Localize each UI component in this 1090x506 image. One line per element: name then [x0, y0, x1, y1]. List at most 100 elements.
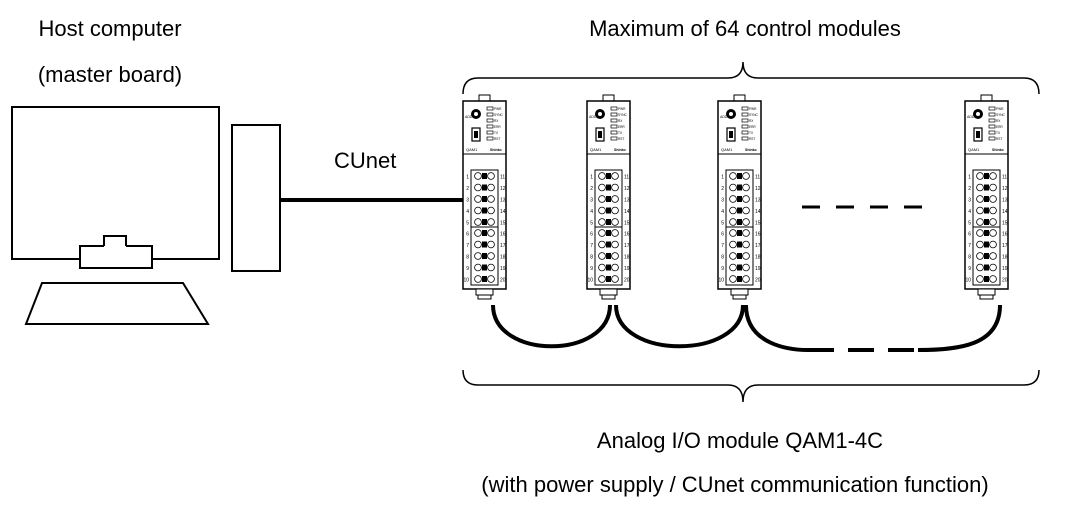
module-top-tab: [602, 94, 615, 102]
terminal-screw: [976, 275, 984, 283]
terminal-number: 6: [466, 232, 469, 238]
terminal-number: 2: [466, 186, 469, 192]
terminal-screw: [742, 195, 750, 203]
top-brace: [462, 61, 1040, 95]
terminal-screw: [487, 183, 495, 192]
module-function-label: (with power supply / CUnet communication…: [481, 472, 989, 497]
terminal-number: 20: [755, 278, 761, 284]
status-led-label: SYNC: [494, 113, 504, 117]
terminal-number: 12: [500, 186, 506, 192]
module-top-tab: [478, 94, 491, 102]
terminal-number: 6: [590, 232, 593, 238]
terminal-screw: [487, 195, 495, 203]
model-mark: QAM1: [968, 147, 980, 152]
master-board-label: (master board): [37, 62, 183, 87]
terminal-slot: [737, 264, 742, 271]
terminal-slot: [984, 264, 989, 271]
rotary-switch-label: ADD: [465, 115, 473, 119]
terminal-screw: [989, 183, 997, 192]
terminal-screw: [742, 252, 750, 260]
terminal-number: 5: [721, 221, 724, 227]
terminal-slot: [984, 173, 989, 179]
terminal-screw: [989, 240, 997, 249]
terminal-number: 14: [755, 209, 761, 215]
terminal-slot: [984, 207, 989, 214]
status-led-icon: [610, 130, 618, 135]
terminal-number: 7: [590, 243, 593, 249]
terminal-screw: [598, 263, 606, 272]
terminal-slot: [482, 173, 487, 179]
module-top-tab: [733, 94, 746, 102]
terminal-number: 14: [500, 209, 506, 215]
terminal-screw: [729, 183, 737, 192]
terminal-slot: [606, 173, 611, 179]
terminal-number: 2: [721, 186, 724, 192]
terminal-number: 12: [755, 186, 761, 192]
terminal-number: 11: [500, 175, 505, 181]
terminal-number: 6: [721, 232, 724, 238]
terminal-screw: [742, 240, 750, 249]
terminal-number: 15: [1002, 221, 1008, 227]
terminal-number: 13: [500, 198, 506, 204]
status-led-icon: [486, 136, 494, 141]
monitor: [11, 106, 220, 260]
terminal-slot: [606, 219, 611, 225]
terminal-screw: [729, 275, 737, 283]
terminal-screw: [598, 218, 606, 226]
terminal-number: 16: [1002, 232, 1008, 238]
terminal-screw: [474, 275, 482, 283]
terminal-screw: [474, 195, 482, 203]
terminal-screw: [989, 218, 997, 226]
terminal-slot: [737, 276, 742, 282]
terminal-screw: [729, 172, 737, 180]
terminal-number: 5: [968, 221, 971, 227]
terminal-screw: [729, 229, 737, 237]
terminal-screw: [474, 240, 482, 249]
terminal-number: 17: [1002, 243, 1008, 249]
terminal-slot: [984, 241, 989, 248]
terminal-screw: [598, 183, 606, 192]
terminal-screw: [729, 240, 737, 249]
terminal-slot: [606, 230, 611, 236]
terminal-screw: [989, 172, 997, 180]
terminal-screw: [474, 183, 482, 192]
status-led-label: ERR: [996, 125, 1003, 129]
terminal-number: 10: [587, 278, 593, 284]
terminal-screw: [989, 252, 997, 260]
brand-logo: Shinko: [490, 148, 502, 152]
terminal-screw: [474, 172, 482, 180]
status-led-label: RX: [618, 119, 623, 123]
terminal-screw: [976, 183, 984, 192]
terminal-slot: [606, 264, 611, 271]
terminal-screw: [742, 229, 750, 237]
terminal-number: 1: [721, 175, 724, 181]
terminal-number: 14: [624, 209, 630, 215]
status-led-label: SYNC: [749, 113, 759, 117]
terminal-number: 1: [466, 175, 469, 181]
terminal-screw: [487, 263, 495, 272]
terminal-number: 18: [624, 255, 630, 261]
status-led-icon: [741, 106, 749, 111]
module-bottom-connector: [475, 288, 494, 296]
terminal-number: 3: [721, 198, 724, 204]
terminal-slot: [737, 184, 742, 191]
terminal-screw: [989, 275, 997, 283]
status-led-icon: [741, 118, 749, 123]
terminal-screw: [474, 263, 482, 272]
terminal-number: 10: [965, 278, 971, 284]
status-led-label: SYNC: [618, 113, 628, 117]
terminal-screw: [976, 240, 984, 249]
terminal-screw: [976, 172, 984, 180]
terminal-number: 11: [755, 175, 760, 181]
terminal-number: 7: [721, 243, 724, 249]
terminal-screw: [487, 240, 495, 249]
status-led-icon: [988, 124, 996, 129]
terminal-slot: [606, 276, 611, 282]
terminal-number: 13: [755, 198, 761, 204]
terminal-screw: [611, 240, 619, 249]
